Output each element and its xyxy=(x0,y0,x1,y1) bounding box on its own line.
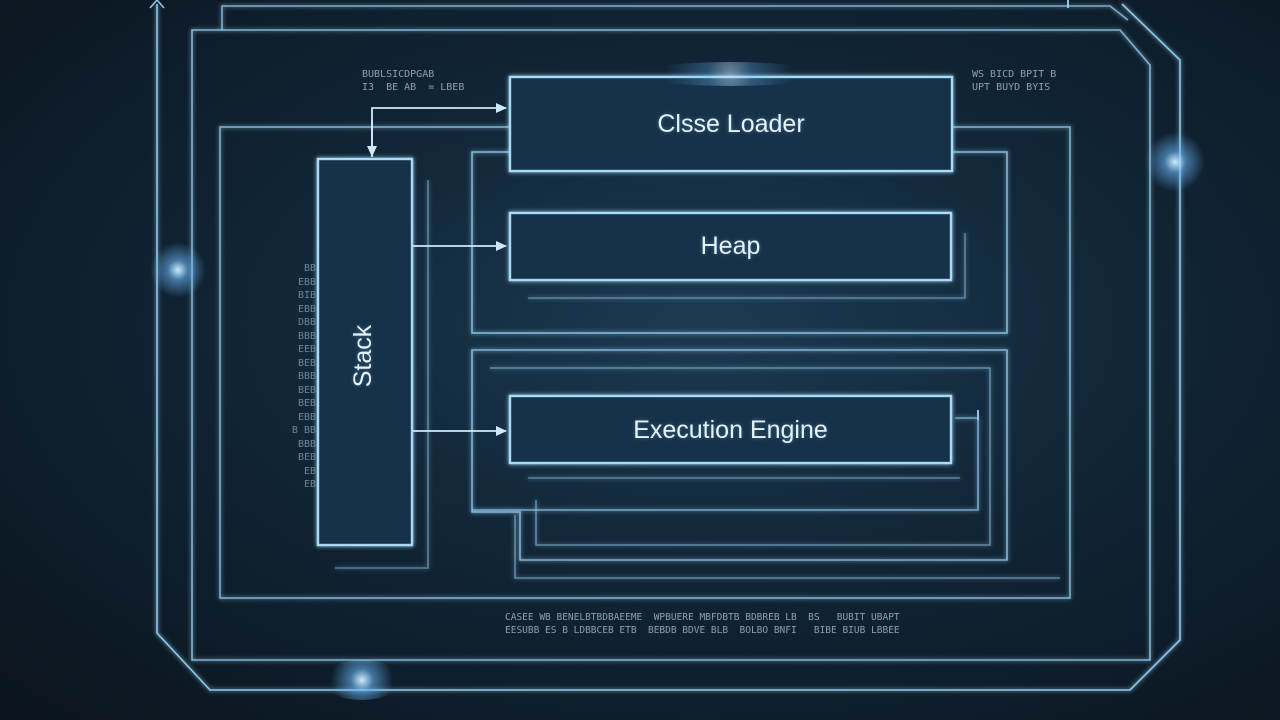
engine-group-frame xyxy=(471,349,1008,561)
heap-label: Heap xyxy=(700,232,761,260)
top-left-caption: BUBLSICDPGAB I3 BE AB = LBEB xyxy=(362,69,465,93)
class-loader-label: Clsse Loader xyxy=(657,110,805,138)
top-strip xyxy=(221,5,1129,30)
stack-shadow xyxy=(335,180,429,569)
execution-engine-label: Execution Engine xyxy=(633,416,828,444)
heap-box xyxy=(508,211,953,282)
stack-box xyxy=(316,157,414,547)
left-column-caption: BB EBB BIB EBB DBB BBB EEB BEB BBB BEB B… xyxy=(291,263,316,490)
outer-frame xyxy=(156,3,1181,691)
arrow-to-class-loader xyxy=(371,103,507,157)
stack-label: Stack xyxy=(349,324,377,388)
execution-engine-box xyxy=(508,394,953,465)
top-right-caption: WS BICD BPIT B UPT BUYD BYIS xyxy=(972,69,1057,93)
heap-shadow xyxy=(528,233,966,299)
top-left-up-arrow xyxy=(149,0,165,9)
inner-frame xyxy=(191,29,1151,661)
class-loader-box xyxy=(508,75,954,173)
engine-inner-frame xyxy=(490,367,991,546)
engine-side-bracket xyxy=(472,417,979,511)
bottom-caption: CASEE WB BENELBTBDBAEEME WPBUERE MBFDBTB… xyxy=(505,612,900,636)
bottom-rail xyxy=(514,515,1060,579)
